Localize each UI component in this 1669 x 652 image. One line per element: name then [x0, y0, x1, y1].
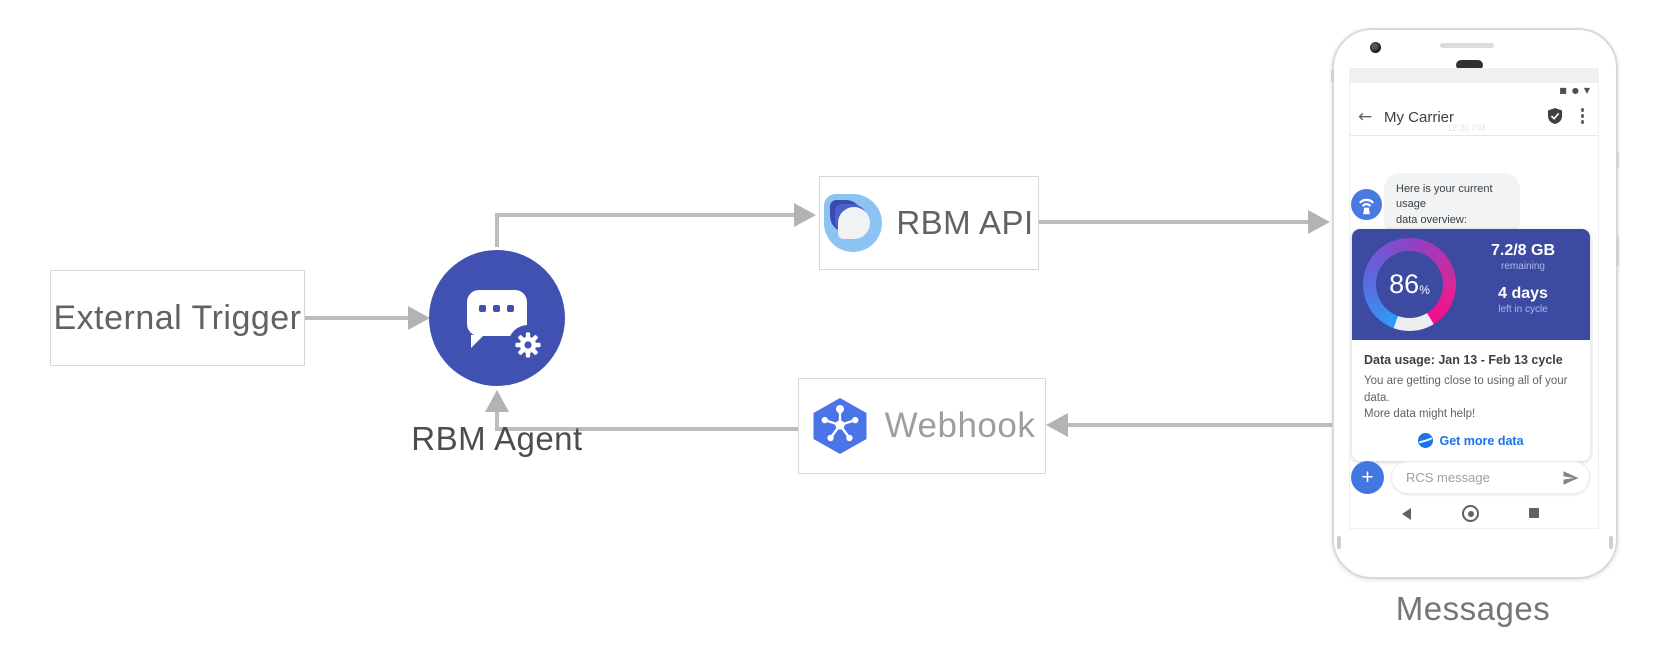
rcs-message-input[interactable] [1392, 462, 1546, 493]
message-input-pill [1391, 461, 1590, 494]
usage-gauge: 86 % [1363, 238, 1456, 331]
arrow-agent-to-api [495, 213, 796, 247]
data-remaining-value: 7.2/8 GB [1490, 242, 1556, 259]
overflow-menu-icon[interactable] [1580, 108, 1584, 124]
status-caret-icon: ▼ [1583, 86, 1590, 95]
earpiece [1456, 60, 1483, 70]
usage-percent: 86 [1389, 269, 1420, 299]
conversation-header: ← My Carrier [1350, 99, 1598, 136]
nav-recents-icon[interactable] [1529, 508, 1539, 518]
usage-percent-unit: % [1419, 282, 1430, 297]
usage-card-header: 86 % 7.2/8 GB remaining 4 days left in c… [1352, 229, 1590, 340]
agent-message-line1: Here is your current usage [1396, 183, 1493, 211]
status-bar: ■ ● ▼ [1350, 83, 1590, 99]
chat-bubble-tail [471, 335, 484, 348]
arrowhead-right [794, 203, 816, 227]
usage-card-title: Data usage: Jan 13 - Feb 13 cycle [1364, 353, 1563, 367]
antenna-line [1609, 536, 1613, 549]
sim-tray [1331, 70, 1334, 82]
front-camera [1370, 42, 1381, 53]
arrow-webhook-to-agent [495, 410, 798, 431]
external-trigger-label: External Trigger [53, 298, 302, 337]
status-dot-icon: ● [1571, 86, 1579, 95]
faint-timestamp: 12:30 PM [1447, 123, 1486, 133]
back-arrow-icon[interactable]: ← [1358, 107, 1373, 127]
globe-icon [1418, 433, 1434, 449]
rbm-api-node: RBM API [819, 176, 1039, 270]
volume-button [1616, 236, 1619, 266]
usage-card-body-line2: More data might help! [1364, 408, 1476, 421]
rbm-api-logo-icon [824, 194, 883, 252]
android-nav-bar [1350, 501, 1598, 528]
phone-screen: ■ ● ▼ ← My Carrier 12:30 PM Here is your… [1349, 68, 1599, 529]
agent-avatar [1351, 189, 1382, 220]
phone-mockup: ■ ● ▼ ← My Carrier 12:30 PM Here is your… [1331, 28, 1619, 579]
antenna-line [1337, 536, 1341, 549]
rbm-agent-node [429, 250, 565, 386]
nav-home-icon[interactable] [1462, 505, 1479, 522]
days-left-value: 4 days [1498, 285, 1548, 302]
days-left-caption: left in cycle [1498, 304, 1548, 315]
arrowhead-right [408, 306, 430, 330]
conversation-title: My Carrier [1384, 109, 1454, 126]
status-square-icon: ■ [1559, 86, 1567, 95]
get-more-data-label: Get more data [1439, 433, 1524, 448]
webhook-label: Webhook [884, 406, 1036, 445]
power-button [1616, 152, 1619, 168]
webhook-node: Webhook [798, 378, 1046, 474]
agent-message-bubble: Here is your current usage data overview… [1384, 173, 1520, 238]
arrowhead-left [1046, 413, 1068, 437]
agent-message-line2: data overview: [1396, 213, 1467, 226]
usage-rich-card: 86 % 7.2/8 GB remaining 4 days left in c… [1352, 229, 1590, 462]
get-more-data-action[interactable]: Get more data [1364, 433, 1578, 449]
gear-icon [508, 325, 548, 365]
webhook-hexagon-icon [813, 398, 867, 454]
compose-plus-button[interactable]: + [1351, 461, 1384, 494]
send-icon[interactable] [1562, 469, 1580, 487]
nav-back-icon[interactable] [1402, 508, 1411, 520]
speaker-slot [1440, 43, 1494, 48]
usage-card-body: Data usage: Jan 13 - Feb 13 cycle You ar… [1352, 340, 1590, 462]
external-trigger-node: External Trigger [50, 270, 305, 366]
arrowhead-right [1308, 210, 1330, 234]
usage-card-body-line1: You are getting close to using all of yo… [1364, 375, 1568, 404]
rbm-api-label: RBM API [896, 204, 1034, 241]
data-remaining-caption: remaining [1501, 261, 1545, 272]
messages-caption: Messages [1395, 590, 1551, 627]
rbm-agent-label: RBM Agent [411, 420, 583, 457]
verified-shield-icon[interactable] [1548, 108, 1562, 124]
arrowhead-up [485, 390, 509, 412]
screen-top-strip [1350, 69, 1598, 83]
